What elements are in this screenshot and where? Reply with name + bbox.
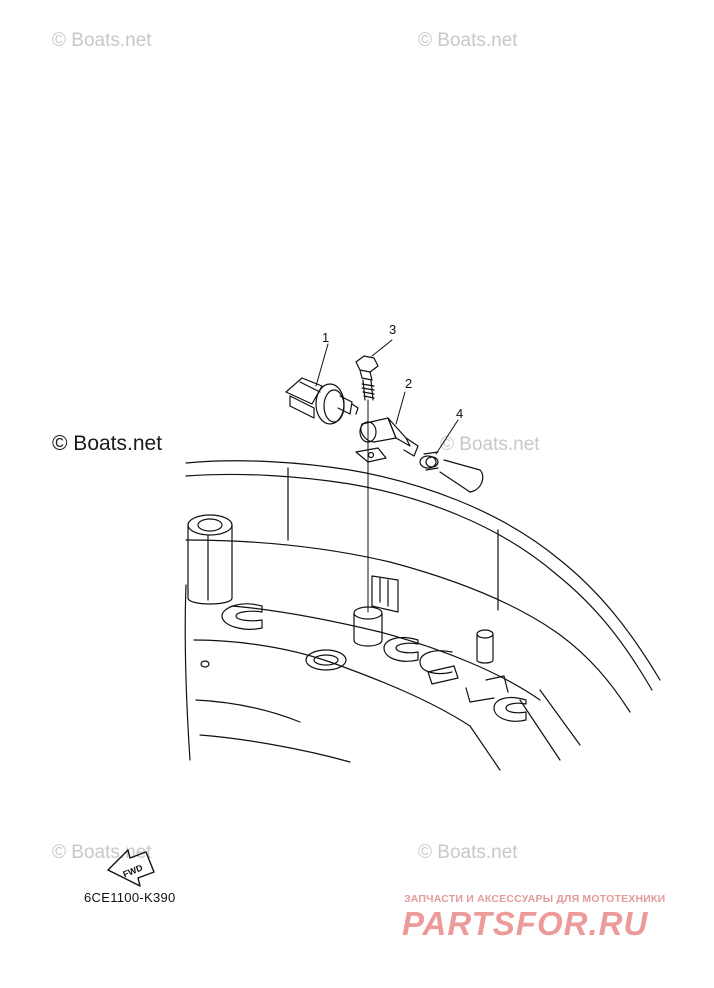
housing-clips bbox=[221, 575, 527, 722]
hose bbox=[439, 459, 484, 493]
watermark-bottom-right: © Boats.net bbox=[418, 842, 518, 863]
fwd-arrow-icon: FWD bbox=[107, 849, 155, 887]
watermark-bottom-left: © Boats.net bbox=[52, 842, 152, 863]
housing-peg bbox=[476, 629, 494, 664]
small-hole bbox=[200, 660, 210, 668]
callout-4: 4 bbox=[456, 406, 463, 421]
part-1-sensor bbox=[285, 377, 359, 425]
copyright-notice: © Boats.net bbox=[52, 432, 163, 455]
callout-2: 2 bbox=[405, 376, 412, 391]
leader-lines bbox=[315, 339, 459, 613]
diagram-part-code: 6CE1100-K390 bbox=[84, 890, 176, 905]
shop-tagline: ЗАПЧАСТИ И АКСЕССУАРЫ ДЛЯ МОТОТЕХНИКИ bbox=[404, 893, 666, 905]
part-3-bolt bbox=[355, 355, 379, 401]
watermark-mid-right: © Boats.net bbox=[440, 434, 540, 455]
callout-3: 3 bbox=[389, 322, 396, 337]
engine-housing bbox=[184, 460, 661, 771]
callout-1: 1 bbox=[322, 330, 329, 345]
watermark-top-left: © Boats.net bbox=[52, 30, 152, 51]
part-2-joint bbox=[355, 417, 419, 463]
watermark-top-right: © Boats.net bbox=[418, 30, 518, 51]
housing-hole bbox=[305, 649, 347, 671]
part-4-clip bbox=[419, 451, 439, 471]
shop-logo: PARTSFOR.RU bbox=[402, 905, 649, 942]
housing-post bbox=[187, 514, 233, 605]
